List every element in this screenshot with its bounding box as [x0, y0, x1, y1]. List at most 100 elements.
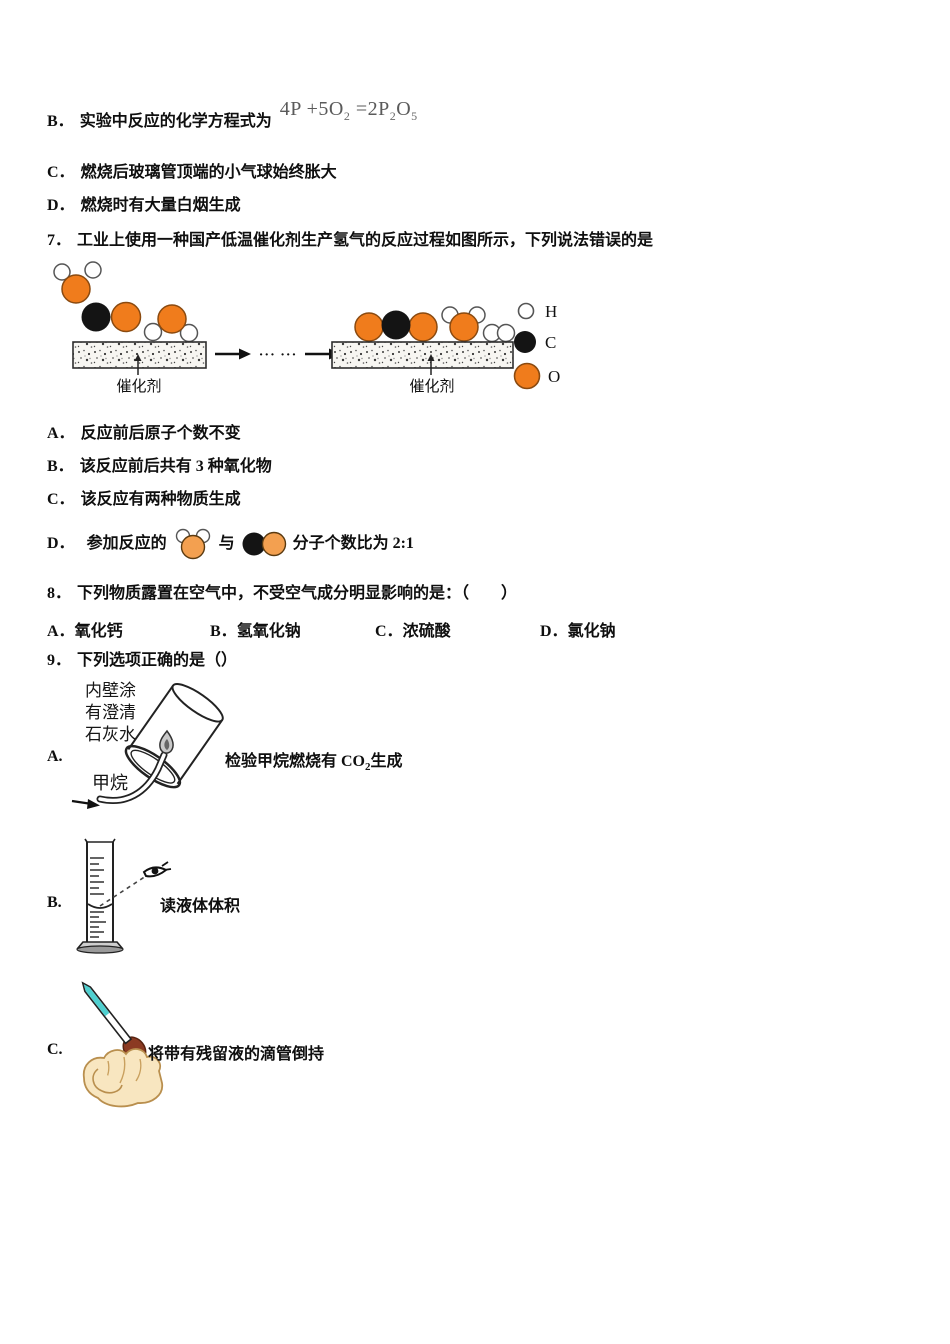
option-letter: D．	[47, 197, 75, 214]
methane-label: 甲烷	[92, 773, 128, 793]
dropper-figure	[81, 981, 164, 1108]
question-7-stem: 7． 工业上使用一种国产低温催化剂生产氢气的反应过程如图所示，下列说法错误的是	[47, 231, 653, 251]
graduated-cylinder-figure	[76, 838, 172, 954]
question-7-option-d: D． 参加反应的 与 分子个数比为 2:1	[47, 528, 414, 560]
option-text: 该反应前后共有 3 种氧化物	[79, 458, 272, 475]
gas-inlet-arrow	[71, 799, 100, 809]
question-9-option-c-letter: C.	[47, 1041, 63, 1058]
question-6-option-d: D． 燃烧时有大量白烟生成	[47, 196, 241, 216]
catalyst-pointer-left	[134, 354, 142, 375]
eye-icon	[142, 861, 172, 878]
desc-subscript: 2	[365, 761, 371, 774]
cylinder-body	[76, 838, 124, 954]
question-6-option-c: C． 燃烧后玻璃管顶端的小气球始终胀大	[47, 163, 337, 183]
cup-body	[124, 683, 224, 789]
question-9-stem: 9． 下列选项正确的是（）	[47, 651, 237, 671]
catalyst-slab-left	[72, 341, 207, 369]
limewater-annotation: 内壁涂 有澄清 石灰水	[85, 680, 136, 746]
annotation-line: 石灰水	[85, 725, 136, 744]
option-text: 燃烧后玻璃管顶端的小气球始终胀大	[80, 164, 337, 181]
option-letter: B．	[47, 458, 74, 475]
question-8-option-d: D．氯化钠	[540, 617, 616, 641]
option-letter: C．	[47, 164, 75, 181]
question-7-option-c: C． 该反应有两种物质生成	[47, 490, 241, 510]
equation-subscript: 2	[343, 109, 351, 123]
option-text: 反应前后原子个数不变	[80, 425, 241, 442]
desc-text: 检验甲烷燃烧有 CO	[225, 753, 366, 770]
question-8-option-b: B．氢氧化钠	[210, 617, 301, 641]
question-9-option-c-desc: 将带有残留液的滴管倒持	[148, 1046, 325, 1063]
legend-h-swatch	[517, 302, 535, 320]
question-7-option-b: B． 该反应前后共有 3 种氧化物	[47, 457, 272, 477]
atom-legend: H C O	[513, 302, 560, 390]
question-number: 7．	[47, 232, 72, 249]
hand	[82, 1048, 164, 1108]
catalyst-label-left: 催化剂	[116, 378, 161, 395]
option-letter: A．	[47, 623, 75, 640]
equation-subscript: 5	[411, 109, 418, 123]
legend-o-label: O	[548, 367, 560, 386]
legend-h-label: H	[545, 302, 557, 321]
inverted-cup-figure	[71, 683, 224, 809]
option-letter: C．	[375, 623, 403, 640]
catalyst-label-right: 催化剂	[409, 378, 454, 395]
liquid-level	[87, 903, 113, 909]
catalyst-pointer-right	[427, 354, 435, 375]
option-text: 与	[218, 535, 235, 552]
co-molecule	[81, 301, 142, 333]
question-9-option-a-desc: 检验甲烷燃烧有 CO2生成	[225, 747, 403, 773]
option-text: 浓硫酸	[402, 623, 451, 640]
option-text: 分子个数比为 2:1	[292, 535, 414, 552]
question-9-option-b-desc: 读液体体积	[160, 898, 241, 915]
water-molecule	[53, 261, 102, 304]
question-8-stem: 8． 下列物质露置在空气中，不受空气成分明显影响的是：（ ）	[47, 584, 517, 604]
question-text: 下列物质露置在空气中，不受空气成分明显影响的是：（ ）	[77, 585, 518, 602]
option-text: 氯化钠	[567, 623, 616, 640]
co-molecule-icon	[242, 531, 286, 557]
flame-icon	[159, 729, 174, 754]
question-7-option-a: A． 反应前后原子个数不变	[47, 424, 241, 444]
reaction-diagram: 催化剂 ··· ···	[53, 261, 560, 395]
legend-o-swatch	[513, 362, 541, 390]
question-6-option-b: B．实验中反应的化学方程式为4P +5O2 =2P2O5	[47, 99, 418, 137]
question-9-option-a-letter: A.	[47, 748, 63, 765]
chemical-equation: 4P +5O2 =2P2O5	[280, 99, 418, 126]
water-molecule	[143, 304, 199, 343]
option-text: 该反应有两种物质生成	[80, 491, 241, 508]
option-text: 燃烧时有大量白烟生成	[80, 197, 241, 214]
annotation-line: 内壁涂	[85, 681, 136, 700]
co2-molecule	[354, 310, 438, 342]
reaction-arrow	[215, 348, 251, 360]
question-number: 9．	[47, 652, 72, 669]
option-text: 氧化钙	[74, 623, 123, 640]
option-letter: D．	[540, 623, 568, 640]
water-molecule	[441, 306, 486, 342]
question-number: 8．	[47, 585, 72, 602]
option-letter: D．	[47, 535, 75, 552]
legend-c-swatch	[514, 331, 536, 353]
equation-part: =2P	[350, 98, 390, 120]
residual-liquid	[83, 984, 110, 1017]
equation-part: 4P +5O	[279, 98, 344, 120]
question-9-option-b-letter: B.	[47, 894, 62, 911]
option-letter: A．	[47, 425, 75, 442]
question-text: 工业上使用一种国产低温催化剂生产氢气的反应过程如图所示，下列说法错误的是	[77, 232, 654, 249]
question-8-option-a: A．氧化钙	[47, 617, 123, 641]
catalyst-slab-right	[331, 341, 514, 369]
option-text: 参加反应的	[86, 535, 167, 552]
water-molecule-icon	[175, 528, 210, 560]
legend-c-label: C	[545, 333, 556, 352]
option-letter: B．	[210, 623, 237, 640]
gas-tube	[96, 751, 168, 804]
sight-line	[99, 875, 147, 907]
equation-part: O	[396, 98, 412, 120]
option-letter: C．	[47, 491, 75, 508]
question-text: 下列选项正确的是（）	[77, 652, 238, 669]
desc-text: 生成	[370, 753, 403, 770]
annotation-line: 有澄清	[85, 703, 136, 722]
equation-subscript: 2	[389, 109, 397, 123]
option-text: 氢氧化钠	[236, 623, 301, 640]
option-letter: B．	[47, 113, 74, 130]
ellipsis-dots: ··· ···	[259, 348, 298, 363]
